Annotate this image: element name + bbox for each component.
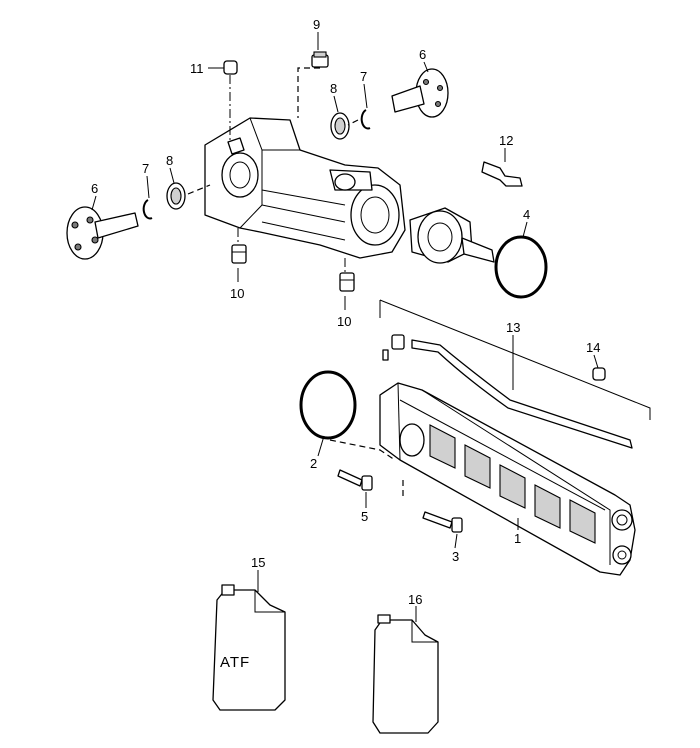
bolt-5 [337,469,373,491]
o-ring-2 [299,370,357,440]
callout-13: 13 [506,320,520,335]
output-coupling [409,207,495,264]
flange-6-right [391,68,449,118]
flange-6-left [66,206,139,260]
callout-labels: 11 9 6 8 7 12 8 7 6 4 10 10 13 14 2 5 3 … [91,17,600,607]
plug-10-right [339,272,355,292]
circlip-7-right [360,109,371,130]
carrier-frame-1 [379,382,636,576]
circlip-7-left [142,199,153,220]
plug-9 [311,51,329,68]
callout-3: 3 [452,549,459,564]
seal-8-left [166,182,186,210]
callout-6-right: 6 [419,47,426,62]
callout-14: 14 [586,340,600,355]
callout-12: 12 [499,133,513,148]
cap-14 [592,367,606,381]
callout-8-right: 8 [330,81,337,96]
callout-9: 9 [313,17,320,32]
callout-8-left: 8 [166,153,173,168]
callout-10-left: 10 [230,286,244,301]
callout-5: 5 [361,509,368,524]
callout-10-right: 10 [337,314,351,329]
leader-lines [91,32,599,622]
callout-2: 2 [310,456,317,471]
sensor-12 [481,161,523,187]
callout-1: 1 [514,531,521,546]
plug-10-left [231,244,247,264]
transfer-case-housing [204,117,406,259]
frame-pockets [429,424,596,544]
atf-container-15: ATF [212,584,286,711]
oil-container-16 [372,614,439,734]
callout-7-right: 7 [360,69,367,84]
bolt-3 [422,511,463,533]
callout-11: 11 [190,61,204,76]
callout-16: 16 [408,592,422,607]
seal-8-right [330,112,350,140]
callout-6-left: 6 [91,181,98,196]
callout-15: 15 [251,555,265,570]
assembly-guide-lines [187,67,404,500]
cap-11 [223,60,238,75]
container-label: ATF [220,654,250,671]
callout-4: 4 [523,207,530,222]
tube-13 [379,299,651,449]
o-ring-4 [494,235,548,299]
callout-7-left: 7 [142,161,149,176]
